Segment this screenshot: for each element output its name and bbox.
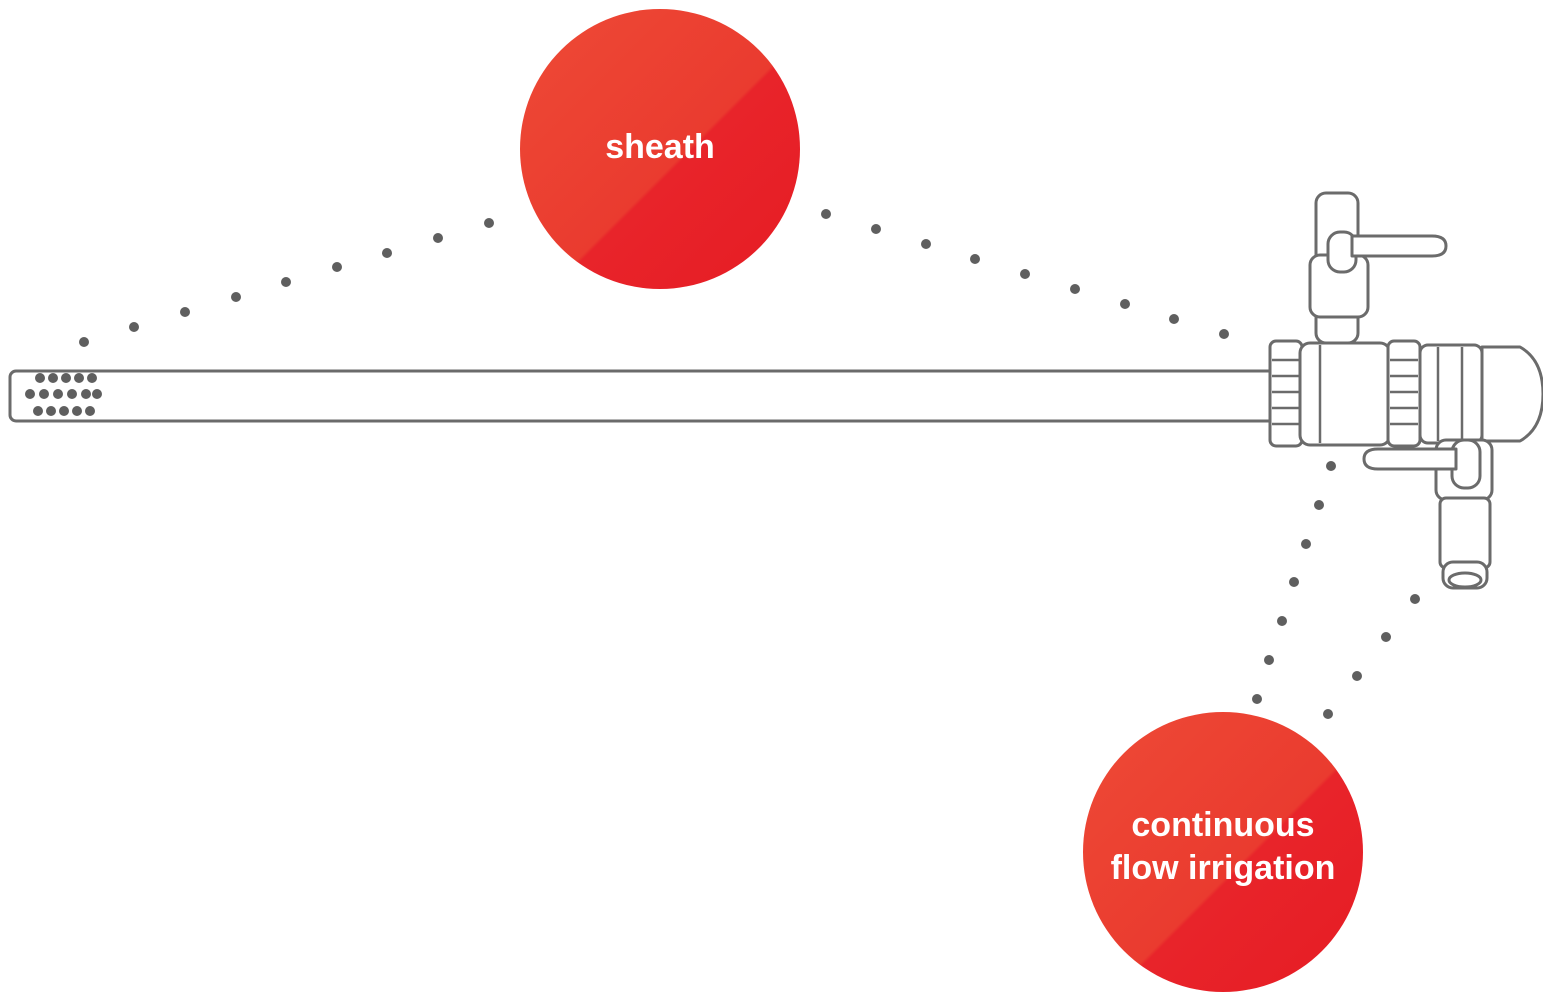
- tip-perforations: [25, 373, 102, 416]
- callout-circle-irrigation: [1083, 712, 1363, 992]
- callout-label-sheath: sheath: [605, 128, 715, 166]
- callout-label-irrigation-line2: flow irrigation: [1111, 849, 1336, 887]
- valve-body: [1268, 191, 1543, 590]
- callout-label-irrigation-line1: continuous: [1131, 806, 1314, 844]
- callout-sheath: sheath: [520, 9, 800, 289]
- callout-irrigation: continuous flow irrigation: [1083, 712, 1363, 992]
- sheath-tube: [8, 369, 1277, 423]
- resectoscope-illustration: [8, 191, 1543, 590]
- leader-dots: [79, 209, 1420, 719]
- callout-circle-sheath: [520, 9, 800, 289]
